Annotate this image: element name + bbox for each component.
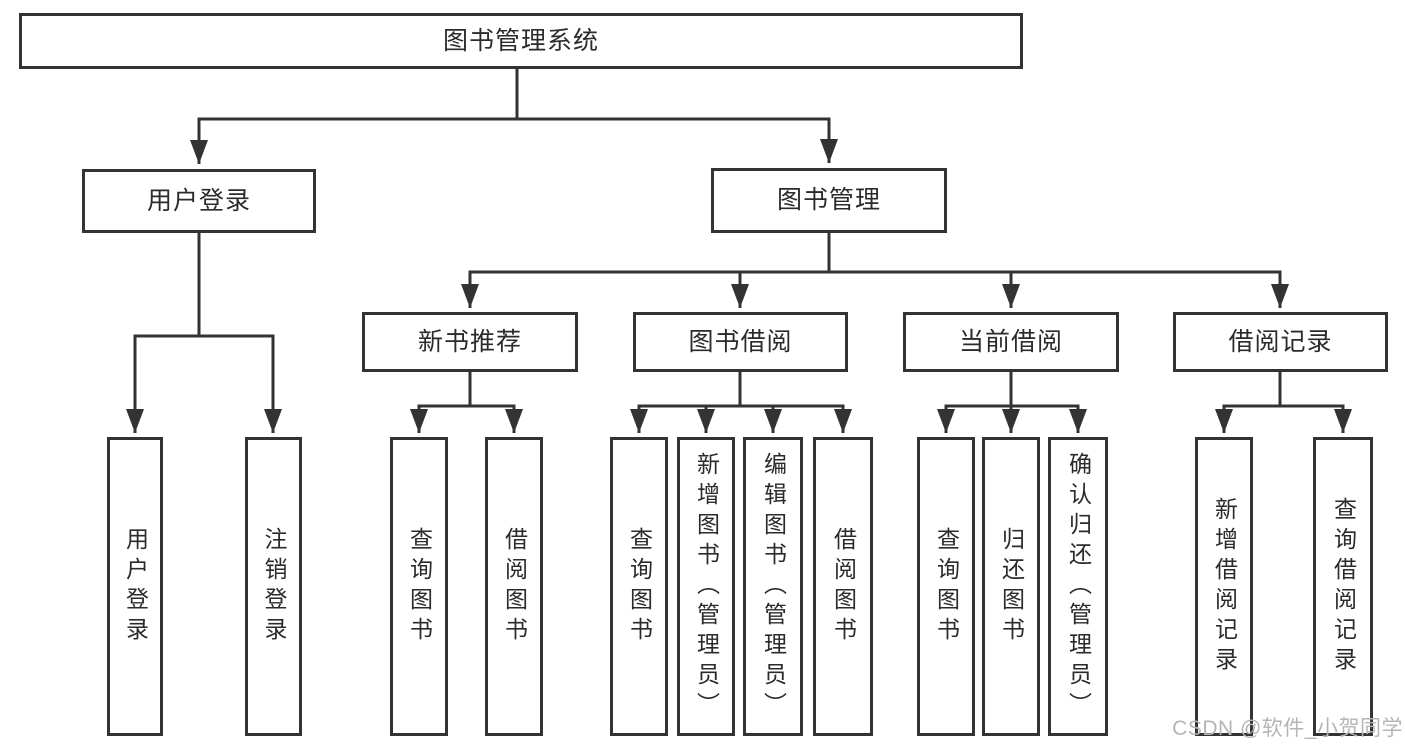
node-borrow-records: 借阅记录	[1173, 312, 1388, 372]
leaf-bb-add-book-admin: 新增图书（管理员）	[677, 437, 735, 736]
leaf-cb-confirm-return-admin: 确认归还（管理员）	[1048, 437, 1108, 736]
csdn-watermark: CSDN @软件_小贺同学	[1172, 717, 1403, 740]
node-book-borrow: 图书借阅	[633, 312, 848, 372]
leaf-bb-query-books: 查询图书	[610, 437, 668, 736]
node-current-borrow: 当前借阅	[903, 312, 1119, 372]
leaf-br-query-record: 查询借阅记录	[1313, 437, 1373, 736]
leaf-logout: 注销登录	[245, 437, 302, 736]
node-root-system: 图书管理系统	[19, 13, 1023, 69]
leaf-nb-query-books: 查询图书	[390, 437, 448, 736]
node-new-book-recommend: 新书推荐	[362, 312, 578, 372]
node-book-management: 图书管理	[711, 168, 947, 233]
leaf-nb-borrow-books: 借阅图书	[485, 437, 543, 736]
leaf-cb-return-books: 归还图书	[982, 437, 1040, 736]
leaf-bb-borrow-books: 借阅图书	[813, 437, 873, 736]
leaf-user-login: 用户登录	[107, 437, 163, 736]
arrow-lines	[126, 119, 1352, 433]
leaf-br-add-record: 新增借阅记录	[1195, 437, 1253, 736]
node-user-login: 用户登录	[82, 169, 316, 233]
leaf-cb-query-books: 查询图书	[917, 437, 975, 736]
leaf-bb-edit-book-admin: 编辑图书（管理员）	[743, 437, 803, 736]
